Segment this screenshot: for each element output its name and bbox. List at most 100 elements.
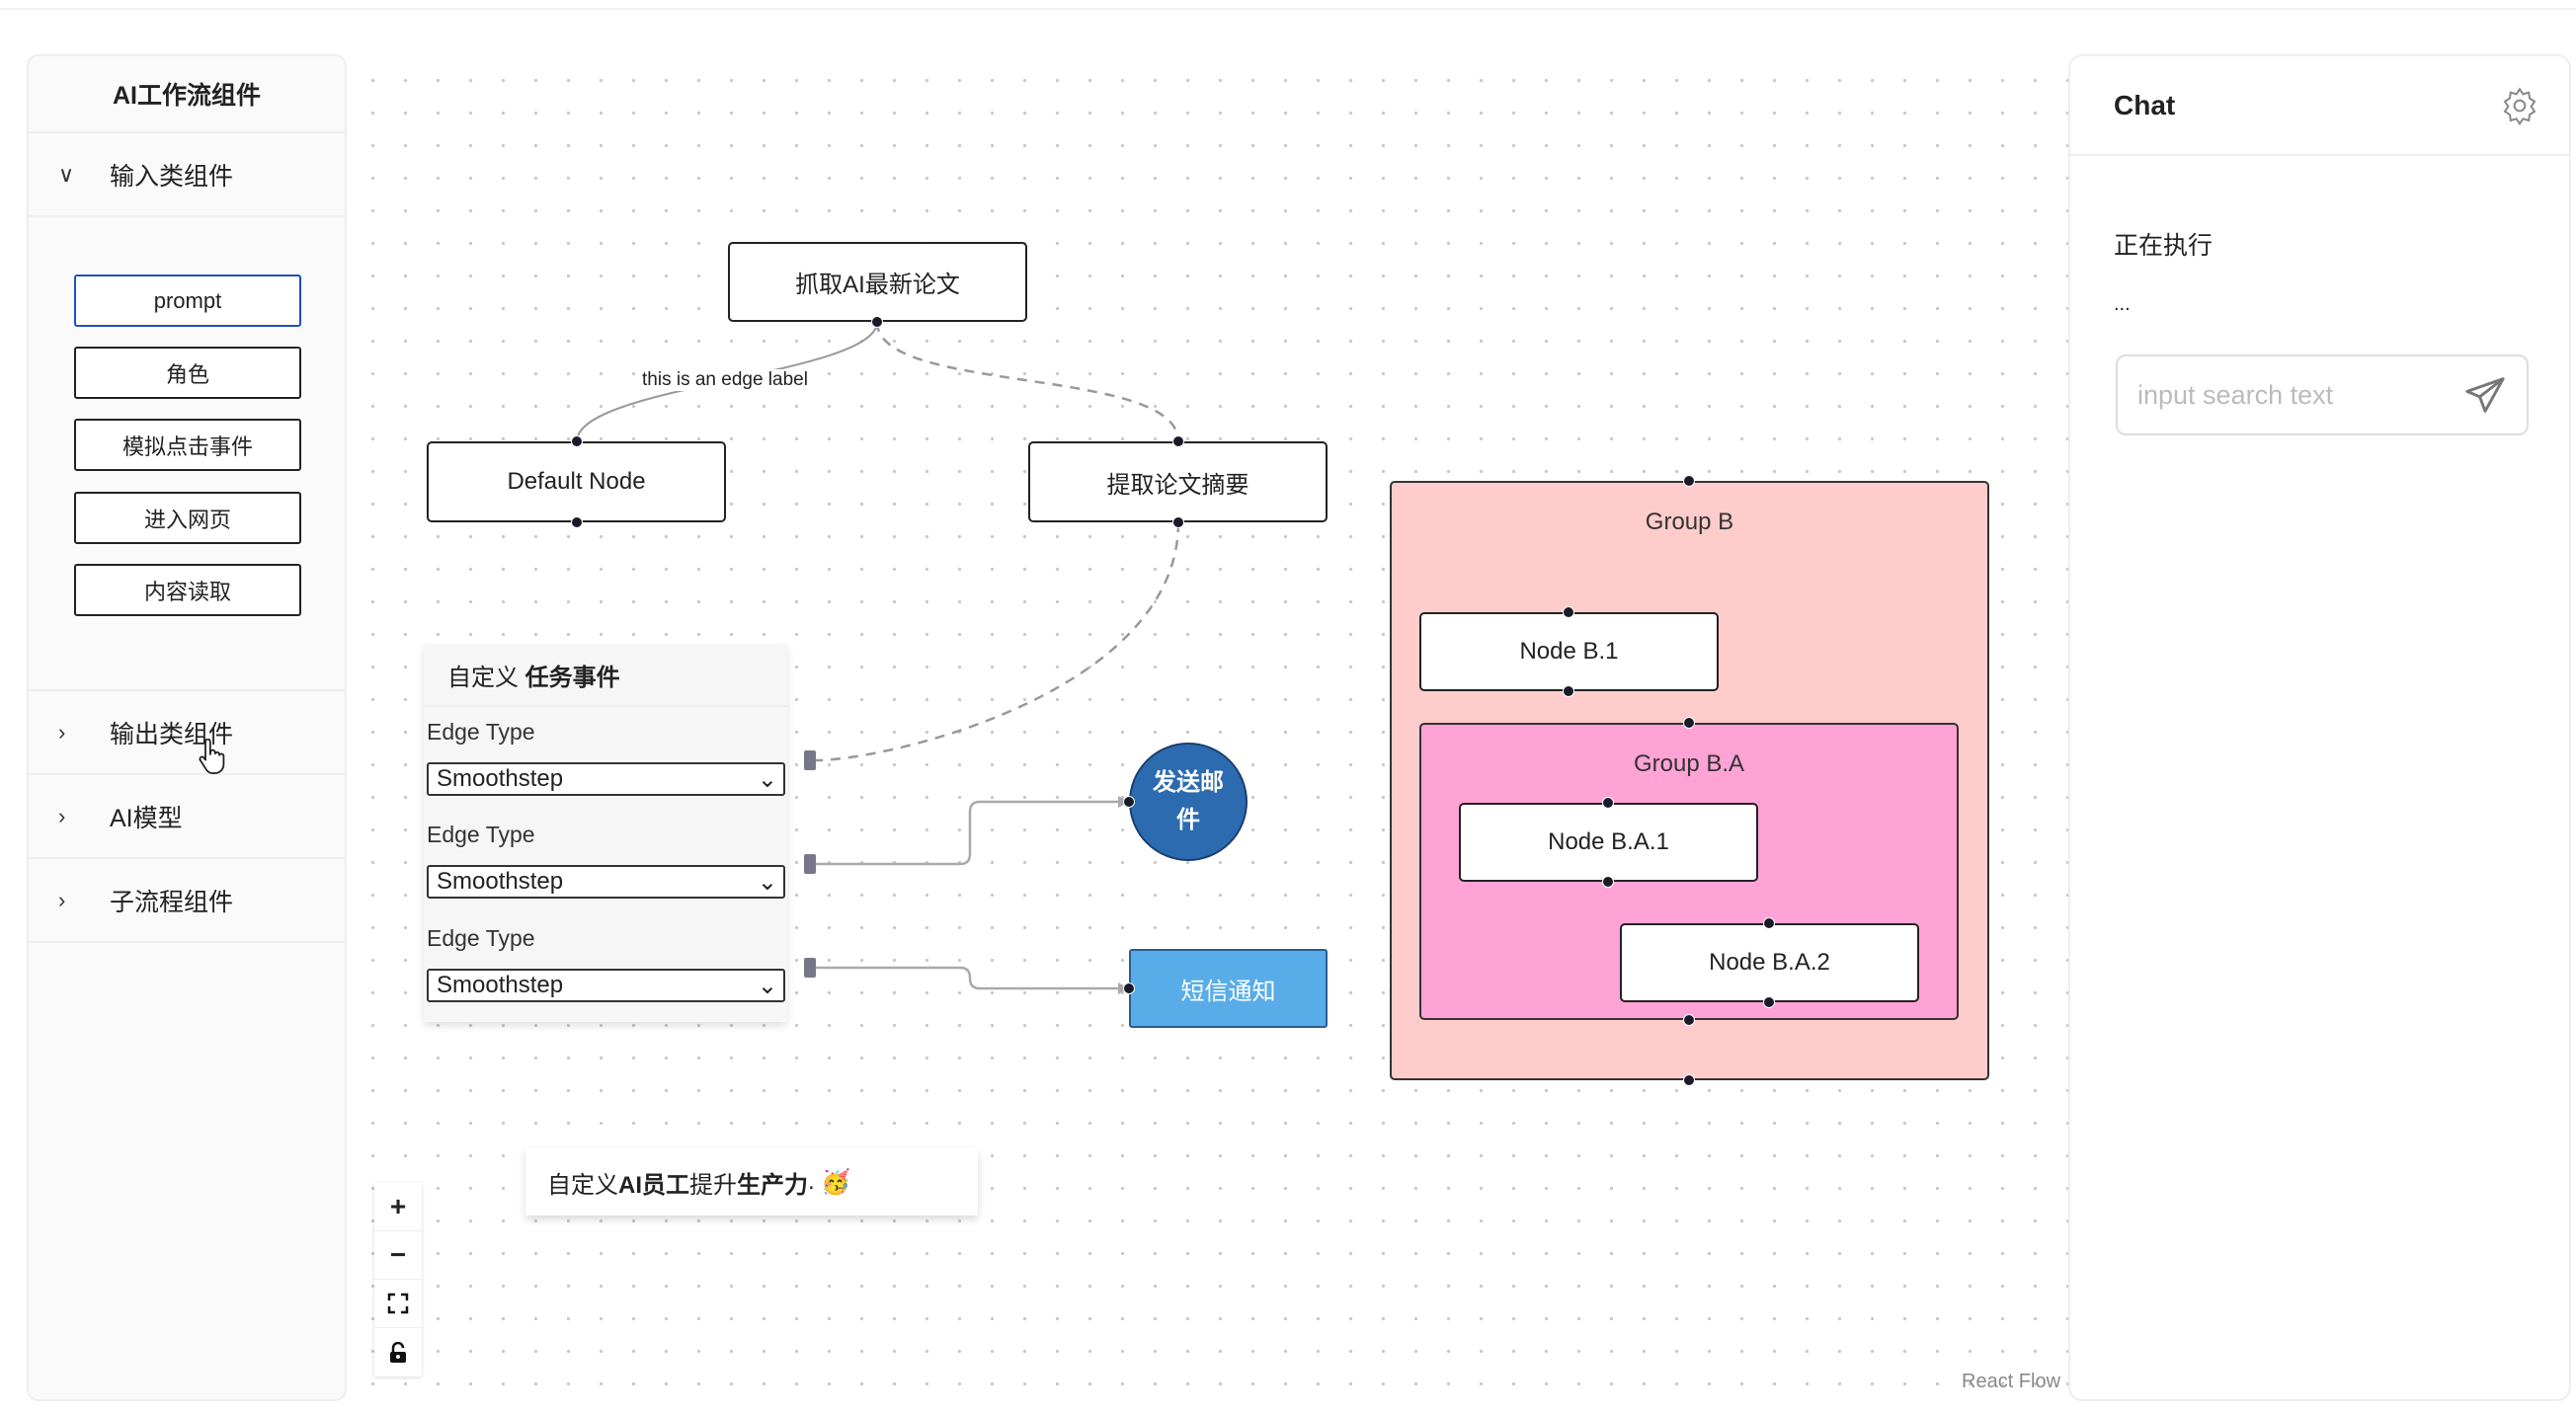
chat-message: ...	[2114, 293, 2131, 315]
chat-panel: Chat 正在执行 ...	[2068, 54, 2571, 1401]
component-prompt[interactable]: prompt	[74, 275, 301, 327]
chevron-down-icon: ⌄	[757, 765, 777, 793]
handle[interactable]	[1123, 796, 1135, 808]
edge-type-select[interactable]: Smoothstep ⌄	[427, 865, 785, 899]
input-components-list: prompt 角色 模拟点击事件 进入网页 内容读取	[29, 217, 345, 691]
handle[interactable]	[1602, 876, 1614, 888]
handle[interactable]	[571, 435, 583, 447]
chevron-down-icon: ⌄	[757, 868, 777, 896]
section-output[interactable]: › 输出类组件	[29, 691, 345, 775]
handle[interactable]	[1123, 983, 1135, 994]
text-bold: AI员工	[618, 1171, 689, 1199]
send-icon[interactable]	[2463, 375, 2507, 415]
text: 自定义	[547, 1171, 618, 1199]
text: 提升	[689, 1171, 737, 1199]
handle[interactable]	[1172, 516, 1184, 528]
node-sms-notify[interactable]: 短信通知	[1129, 949, 1328, 1028]
chevron-down-icon: ⌄	[757, 972, 777, 999]
component-role[interactable]: 角色	[74, 347, 301, 399]
chat-header: Chat	[2070, 56, 2569, 156]
chevron-right-icon: ›	[58, 887, 66, 912]
custom-node-title: 自定义 任务事件	[424, 644, 787, 707]
select-value: Smoothstep	[437, 972, 564, 998]
node-label: 抓取AI最新论文	[795, 272, 960, 298]
section-ai-model[interactable]: › AI模型	[29, 775, 345, 859]
chat-input-box	[2116, 354, 2529, 435]
node-label: Node B.A.2	[1709, 949, 1830, 976]
edge-type-label: Edge Type	[427, 925, 535, 951]
lock-button[interactable]	[374, 1328, 422, 1376]
edge-label: this is an edge label	[640, 369, 810, 391]
handle[interactable]	[1683, 1014, 1695, 1026]
node-label: Default Node	[507, 468, 646, 495]
select-value: Smoothstep	[437, 765, 564, 792]
handle[interactable]	[1763, 917, 1775, 929]
node-label: 提取论文摘要	[1106, 471, 1249, 499]
source-handle[interactable]	[804, 958, 816, 978]
node-b1[interactable]: Node B.1	[1419, 612, 1719, 691]
gear-icon[interactable]	[2500, 86, 2539, 125]
source-handle[interactable]	[804, 854, 816, 874]
chevron-right-icon: ›	[58, 719, 66, 745]
flow-controls: + −	[374, 1183, 422, 1376]
zoom-out-button[interactable]: −	[374, 1231, 422, 1280]
custom-task-node[interactable]: 自定义 任务事件 Edge Type Smoothstep ⌄ Edge Type…	[424, 644, 787, 1022]
section-input[interactable]: ∨ 输入类组件	[29, 133, 345, 217]
plus-icon: +	[389, 1191, 407, 1221]
fit-view-icon	[387, 1293, 409, 1314]
sidebar-title: AI工作流组件	[29, 56, 345, 133]
section-label: 子流程组件	[110, 888, 234, 916]
section-label: 输出类组件	[110, 720, 234, 748]
text: .	[808, 1168, 815, 1195]
zoom-in-button[interactable]: +	[374, 1183, 422, 1231]
node-extract-summary[interactable]: 提取论文摘要	[1028, 441, 1328, 522]
chat-search-input[interactable]	[2137, 379, 2454, 411]
node-label: Node B.1	[1519, 638, 1619, 665]
chevron-down-icon: ∨	[58, 161, 75, 187]
node-send-email[interactable]: 发送邮件	[1129, 743, 1248, 861]
group-label: Group B.A	[1633, 750, 1745, 777]
node-default[interactable]: Default Node	[427, 441, 726, 522]
fit-view-button[interactable]	[374, 1280, 422, 1328]
section-label: AI模型	[110, 804, 183, 832]
handle[interactable]	[1683, 475, 1695, 487]
chevron-right-icon: ›	[58, 803, 66, 828]
node-ba1[interactable]: Node B.A.1	[1459, 803, 1758, 882]
edge-type-label: Edge Type	[427, 822, 535, 847]
handle[interactable]	[871, 316, 883, 328]
handle[interactable]	[1683, 717, 1695, 729]
group-label: Group B	[1645, 509, 1734, 535]
component-read-content[interactable]: 内容读取	[74, 564, 301, 616]
component-enter-page[interactable]: 进入网页	[74, 492, 301, 544]
handle[interactable]	[1602, 797, 1614, 809]
chat-title: Chat	[2114, 89, 2176, 120]
top-divider	[0, 8, 2576, 10]
title-bold: 任务事件	[524, 664, 620, 691]
handle[interactable]	[1172, 435, 1184, 447]
handle[interactable]	[571, 516, 583, 528]
minus-icon: −	[389, 1239, 407, 1270]
node-label: Node B.A.1	[1548, 828, 1669, 855]
handle[interactable]	[1683, 1074, 1695, 1086]
annotation-node[interactable]: 自定义 AI员工 提升 生产力. 🥳	[525, 1148, 978, 1216]
component-sidebar: AI工作流组件 ∨ 输入类组件 prompt 角色 模拟点击事件 进入网页 内容读…	[27, 54, 347, 1401]
handle[interactable]	[1763, 996, 1775, 1008]
source-handle[interactable]	[804, 750, 816, 770]
select-value: Smoothstep	[437, 868, 564, 895]
edge-type-select[interactable]: Smoothstep ⌄	[427, 969, 785, 1002]
title-prefix: 自定义	[447, 664, 519, 691]
node-ba2[interactable]: Node B.A.2	[1620, 923, 1919, 1002]
component-click-event[interactable]: 模拟点击事件	[74, 419, 301, 471]
text-bold: 生产力	[737, 1171, 808, 1199]
party-emoji-icon: 🥳	[821, 1168, 851, 1196]
edge-type-label: Edge Type	[427, 719, 535, 745]
chat-status: 正在执行	[2114, 232, 2214, 260]
section-subflow[interactable]: › 子流程组件	[29, 859, 345, 943]
edge-type-select[interactable]: Smoothstep ⌄	[427, 762, 785, 796]
handle[interactable]	[1563, 685, 1574, 697]
react-flow-attribution[interactable]: React Flow	[1962, 1371, 2061, 1392]
section-label: 输入类组件	[110, 162, 234, 191]
node-fetch-papers[interactable]: 抓取AI最新论文	[728, 242, 1027, 322]
handle[interactable]	[1563, 606, 1574, 618]
lock-icon	[390, 1341, 406, 1363]
